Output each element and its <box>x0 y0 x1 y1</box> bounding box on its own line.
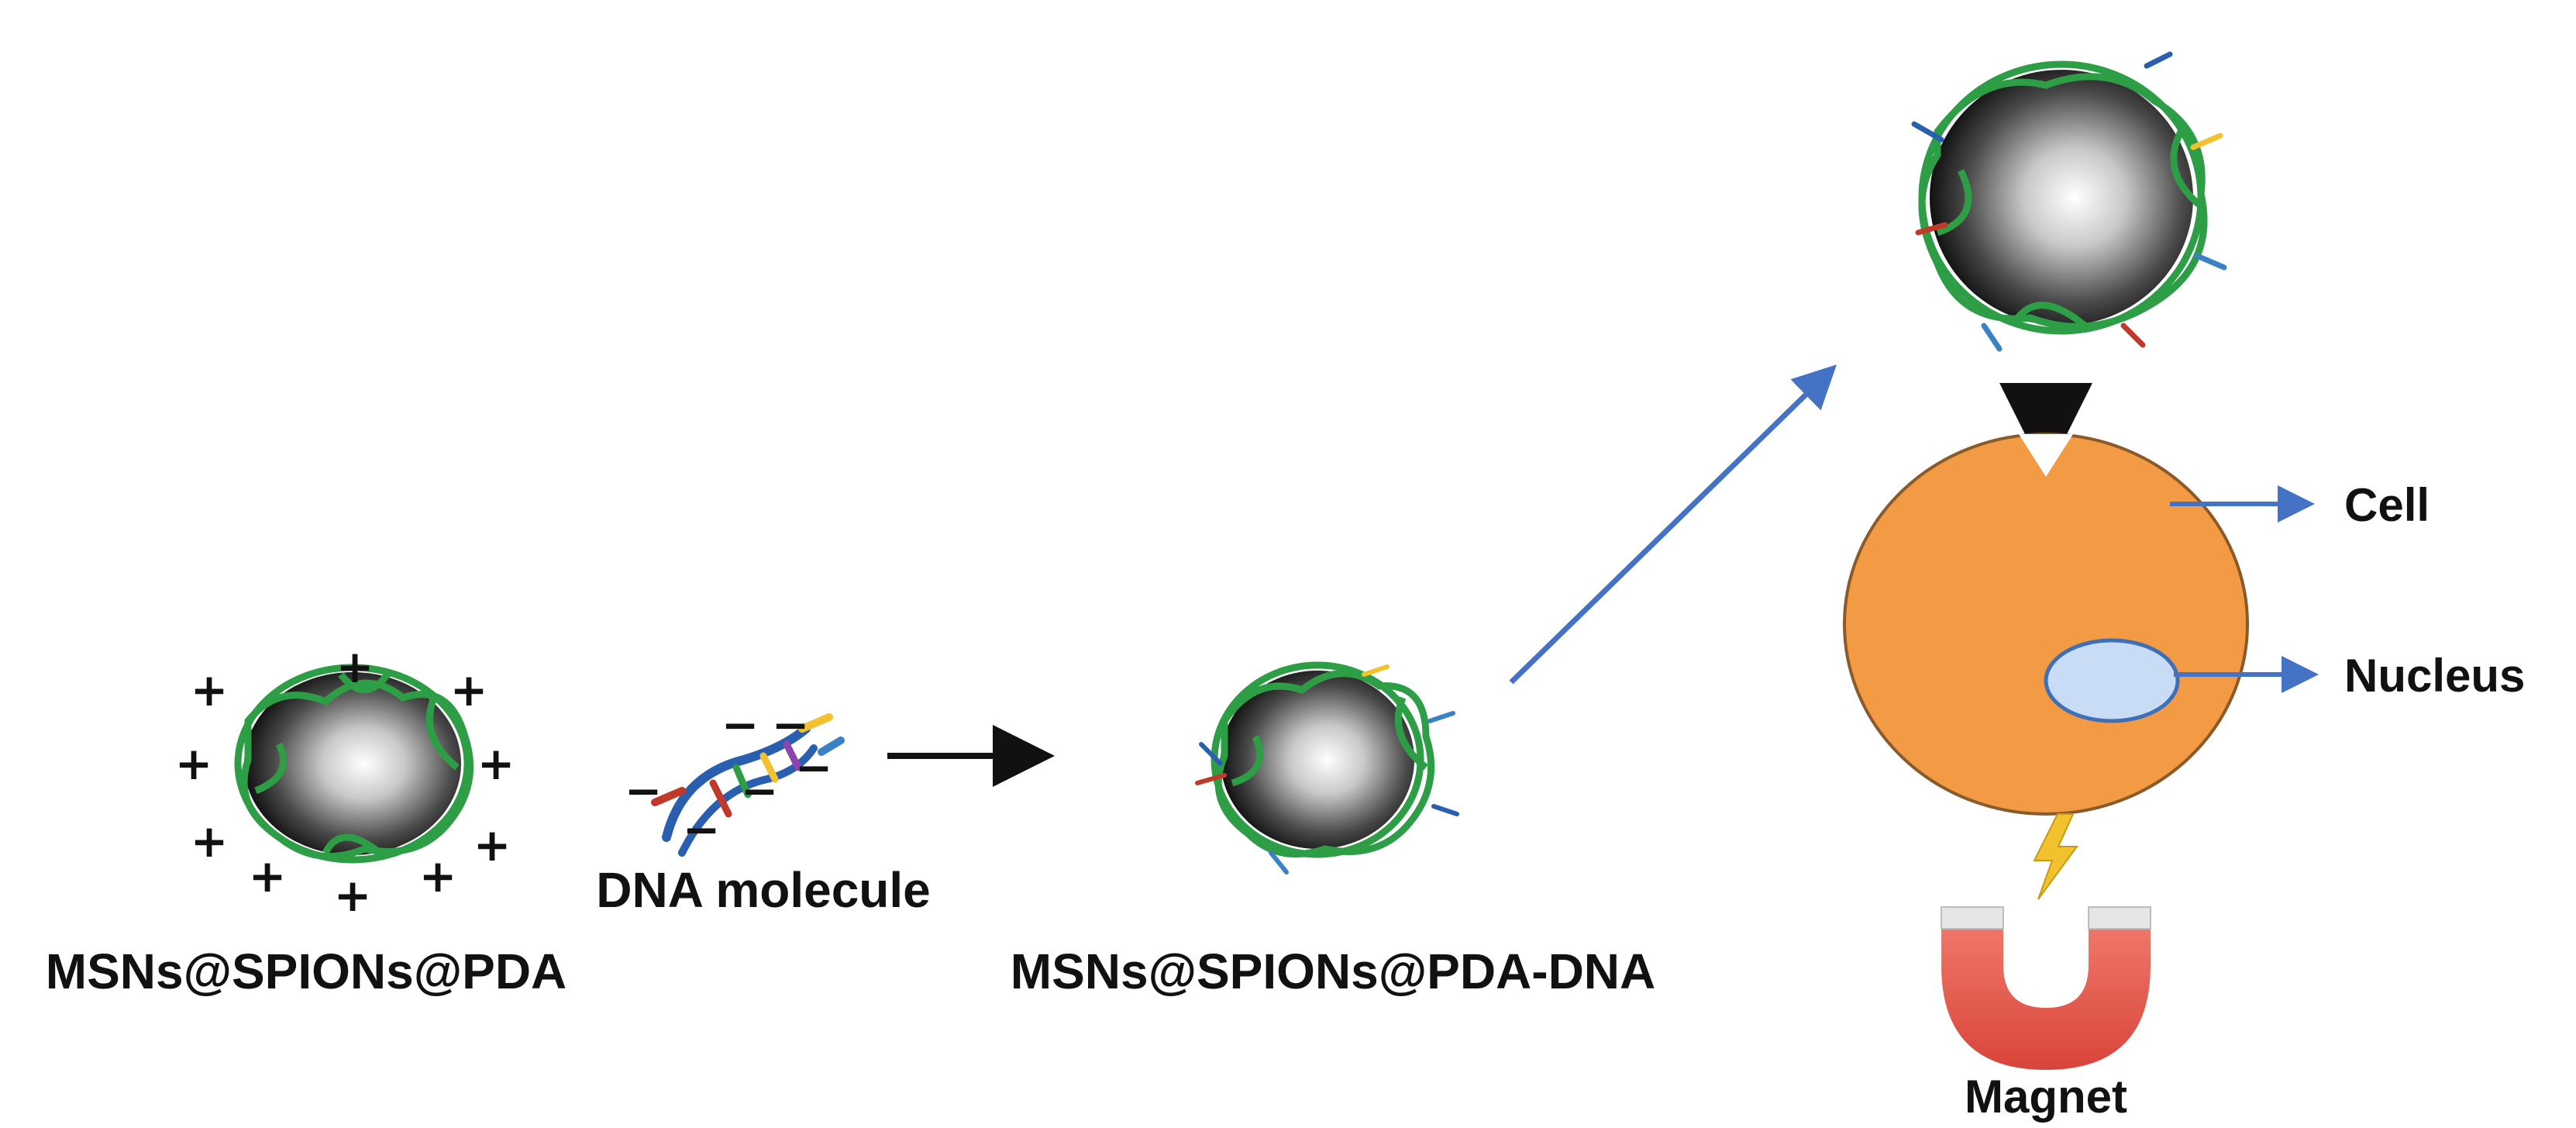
plus-icon: + <box>450 664 488 716</box>
plus-icon: + <box>336 640 374 693</box>
minus-icon: − <box>683 803 721 856</box>
minus-icon: − <box>772 699 810 751</box>
minus-icon: − <box>795 741 833 794</box>
polymer-coating <box>1211 661 1435 858</box>
plus-icon: + <box>474 819 511 871</box>
nucleus-label: Nucleus <box>2344 650 2525 702</box>
particle-positive: + + + + + + + + + + <box>175 640 515 922</box>
positive-charges: + + + + + + + + + + <box>175 640 515 922</box>
dna-helix-icon <box>651 713 845 857</box>
cell-label: Cell <box>2344 479 2430 531</box>
magnet-icon <box>1941 906 2151 1070</box>
plus-icon: + <box>191 815 229 868</box>
minus-icon: − <box>625 764 663 817</box>
plus-icon: + <box>249 850 287 902</box>
cell <box>1843 433 2249 816</box>
dna-strands <box>1195 664 1459 874</box>
particle-complex <box>1195 661 1459 874</box>
minus-icon: − <box>721 699 759 751</box>
polymer-coating <box>1918 60 2208 335</box>
negative-charges: − − − − − − <box>625 699 833 856</box>
polymer-coating <box>234 664 474 864</box>
lightning-icon <box>2033 813 2078 900</box>
particle-start-label: MSNs@SPIONs@PDA <box>46 943 567 999</box>
uptake-arrow <box>1509 364 1837 685</box>
dna-label: DNA molecule <box>596 862 931 918</box>
nucleus <box>2044 638 2180 723</box>
magnet-label: Magnet <box>1965 1071 2127 1123</box>
particle-complex-label: MSNs@SPIONs@PDA-DNA <box>1011 943 1655 999</box>
plus-icon: + <box>191 664 229 716</box>
plus-icon: + <box>419 850 457 902</box>
dna-strands <box>1911 51 2227 352</box>
plus-icon: + <box>175 737 213 790</box>
cell-notch <box>2019 434 2073 477</box>
particle-loaded <box>1911 51 2227 352</box>
plus-icon: + <box>334 869 372 922</box>
minus-icon: − <box>741 764 779 817</box>
plus-icon: + <box>477 737 515 790</box>
